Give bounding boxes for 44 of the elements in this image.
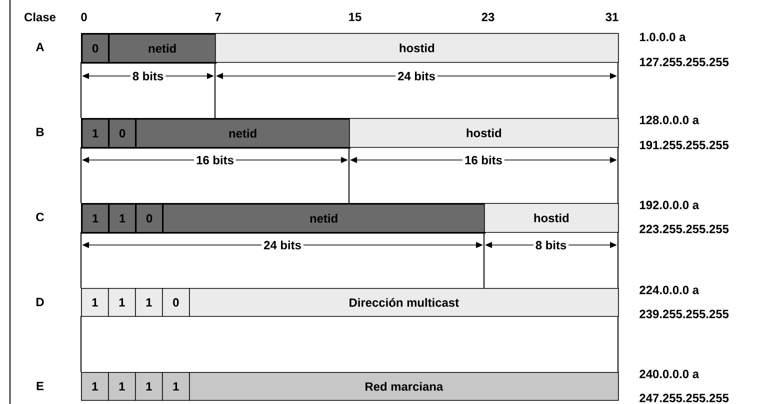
bit-field: hostid [349,118,619,148]
address-range: 240.0.0.0 a [640,370,700,378]
bit-field: 0 [162,288,190,317]
column-header: 7 [215,12,221,22]
bit-field: 1 [108,372,136,401]
address-range: 223.255.255.255 [640,224,729,234]
bit-field: 0 [81,33,110,64]
column-header: 23 [482,12,494,22]
address-range: 128.0.0.0 a [640,116,700,124]
bit-field: 0 [108,118,137,149]
dimension-label: 24 bits [262,238,304,252]
address-range: 192.0.0.0 a [640,200,700,210]
column-header: 15 [349,12,362,22]
bit-field: 1 [108,203,137,234]
dimension-label: 8 bits [533,238,569,252]
bit-field: hostid [484,203,619,233]
dimension-label: 16 bits [194,154,236,166]
column-header: 0 [81,12,87,22]
address-range: 127.255.255.255 [640,58,729,66]
bit-field: 1 [81,372,109,401]
bit-field: 1 [162,372,190,401]
address-range: 1.0.0.0 a [640,32,686,42]
bit-field: 1 [135,288,163,317]
bit-field: 1 [81,118,110,149]
address-range: 247.255.255.255 [640,394,729,402]
bit-field: 1 [81,288,109,317]
column-header: 31 [606,12,618,22]
bit-field: 1 [135,372,163,401]
address-range: 239.255.255.255 [640,310,729,318]
column-header: Clase [24,12,56,22]
bit-field: hostid [215,33,619,63]
class-letter: B [36,128,44,136]
bit-field: 0 [135,203,164,234]
class-letter: D [36,298,44,306]
dimension-label: 8 bits [130,70,166,82]
class-letter: A [36,42,44,52]
bit-field: 1 [108,288,136,317]
class-letter: C [36,212,44,222]
address-range: 224.0.0.0 a [640,286,700,294]
address-range: 191.255.255.255 [640,140,729,150]
dimension-label: 24 bits [396,70,438,82]
dimension-label: 16 bits [462,154,504,166]
class-letter: E [36,382,44,390]
bit-field: 1 [81,203,110,234]
